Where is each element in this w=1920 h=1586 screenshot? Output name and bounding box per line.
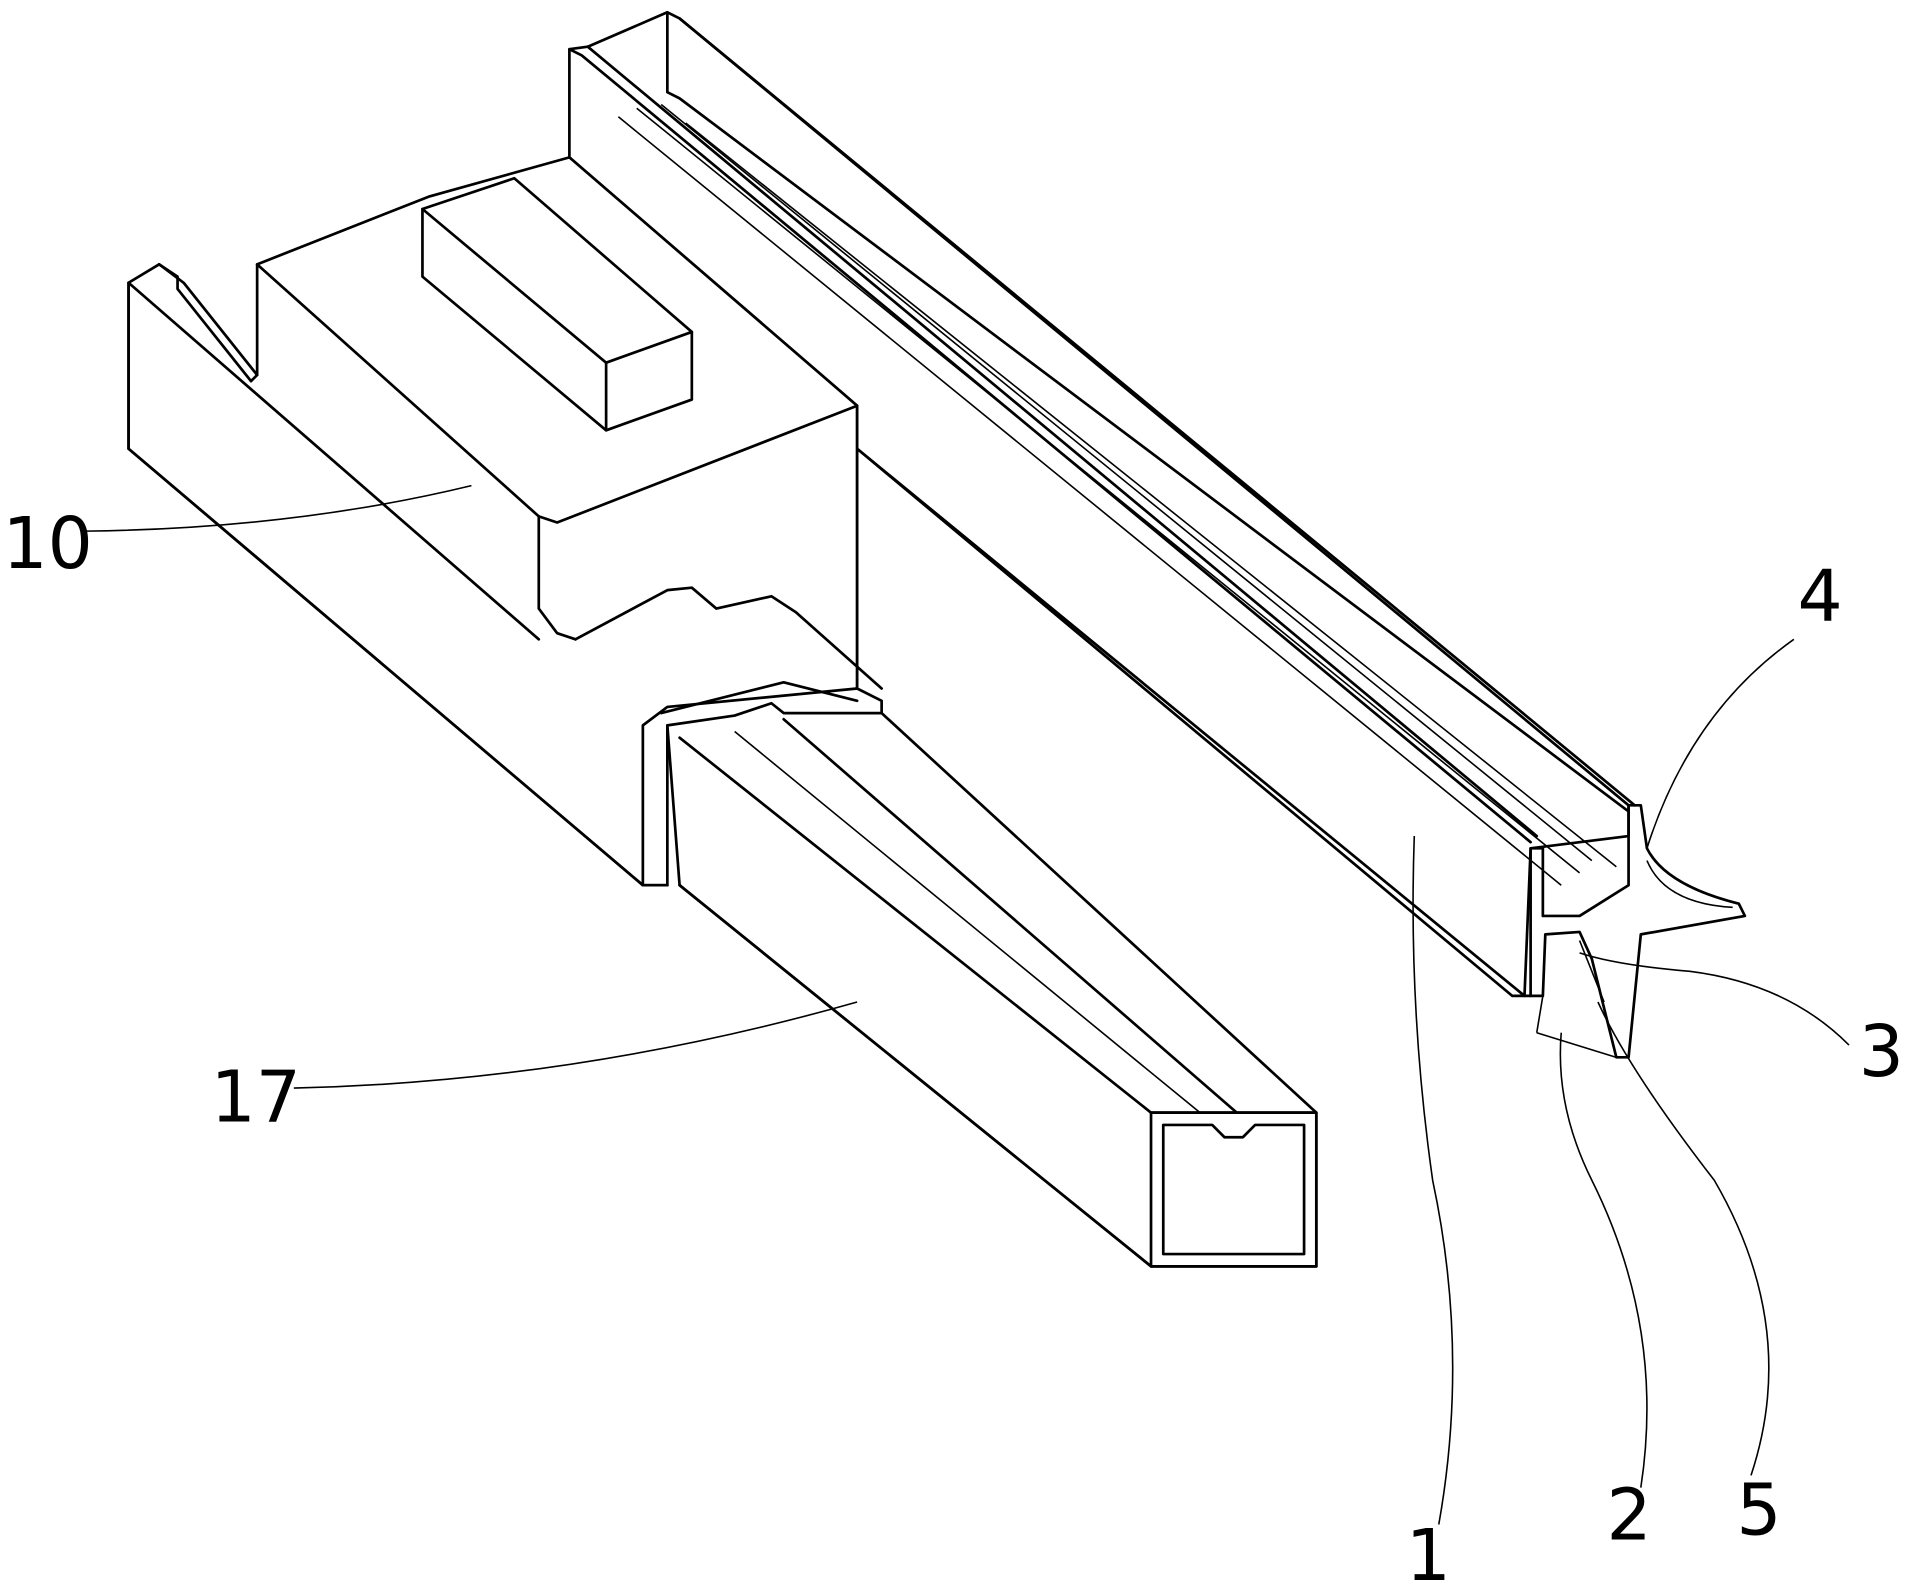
label-1: 1: [1406, 1514, 1451, 1586]
tube: [667, 703, 1316, 1266]
label-4: 4: [1798, 555, 1843, 638]
label-2: 2: [1607, 1473, 1652, 1556]
label-3: 3: [1859, 1010, 1904, 1093]
label-10: 10: [2, 502, 92, 585]
label-5: 5: [1736, 1468, 1781, 1551]
label-17: 17: [211, 1055, 301, 1138]
